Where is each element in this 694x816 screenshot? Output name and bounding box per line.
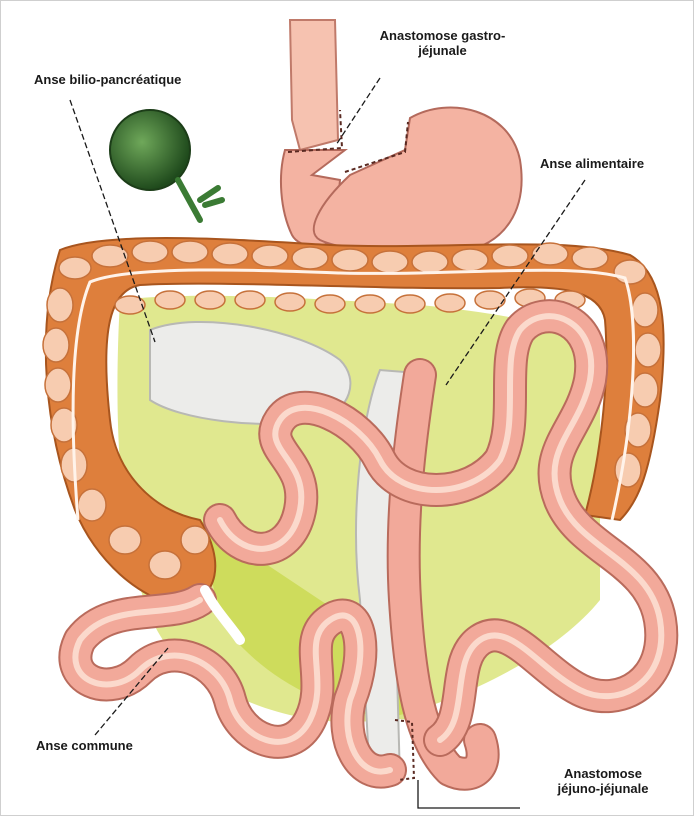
label-anastomose-jejuno-jejunale: Anastomose jéjuno-jéjunale	[528, 766, 678, 796]
label-anse-bilio-pancreatique: Anse bilio-pancréatique	[34, 72, 181, 87]
bile-duct	[178, 180, 222, 220]
label-gastro-line2: jéjunale	[350, 43, 535, 58]
label-jejuno-line1: Anastomose	[528, 766, 678, 781]
esophagus	[290, 20, 338, 150]
label-gastro-line1: Anastomose gastro-	[350, 28, 535, 43]
label-anse-commune: Anse commune	[36, 738, 133, 753]
label-anse-alimentaire: Anse alimentaire	[540, 156, 644, 171]
stomach	[314, 107, 522, 254]
label-jejuno-line2: jéjuno-jéjunale	[528, 781, 678, 796]
label-anastomose-gastro-jejunale: Anastomose gastro- jéjunale	[350, 28, 535, 58]
